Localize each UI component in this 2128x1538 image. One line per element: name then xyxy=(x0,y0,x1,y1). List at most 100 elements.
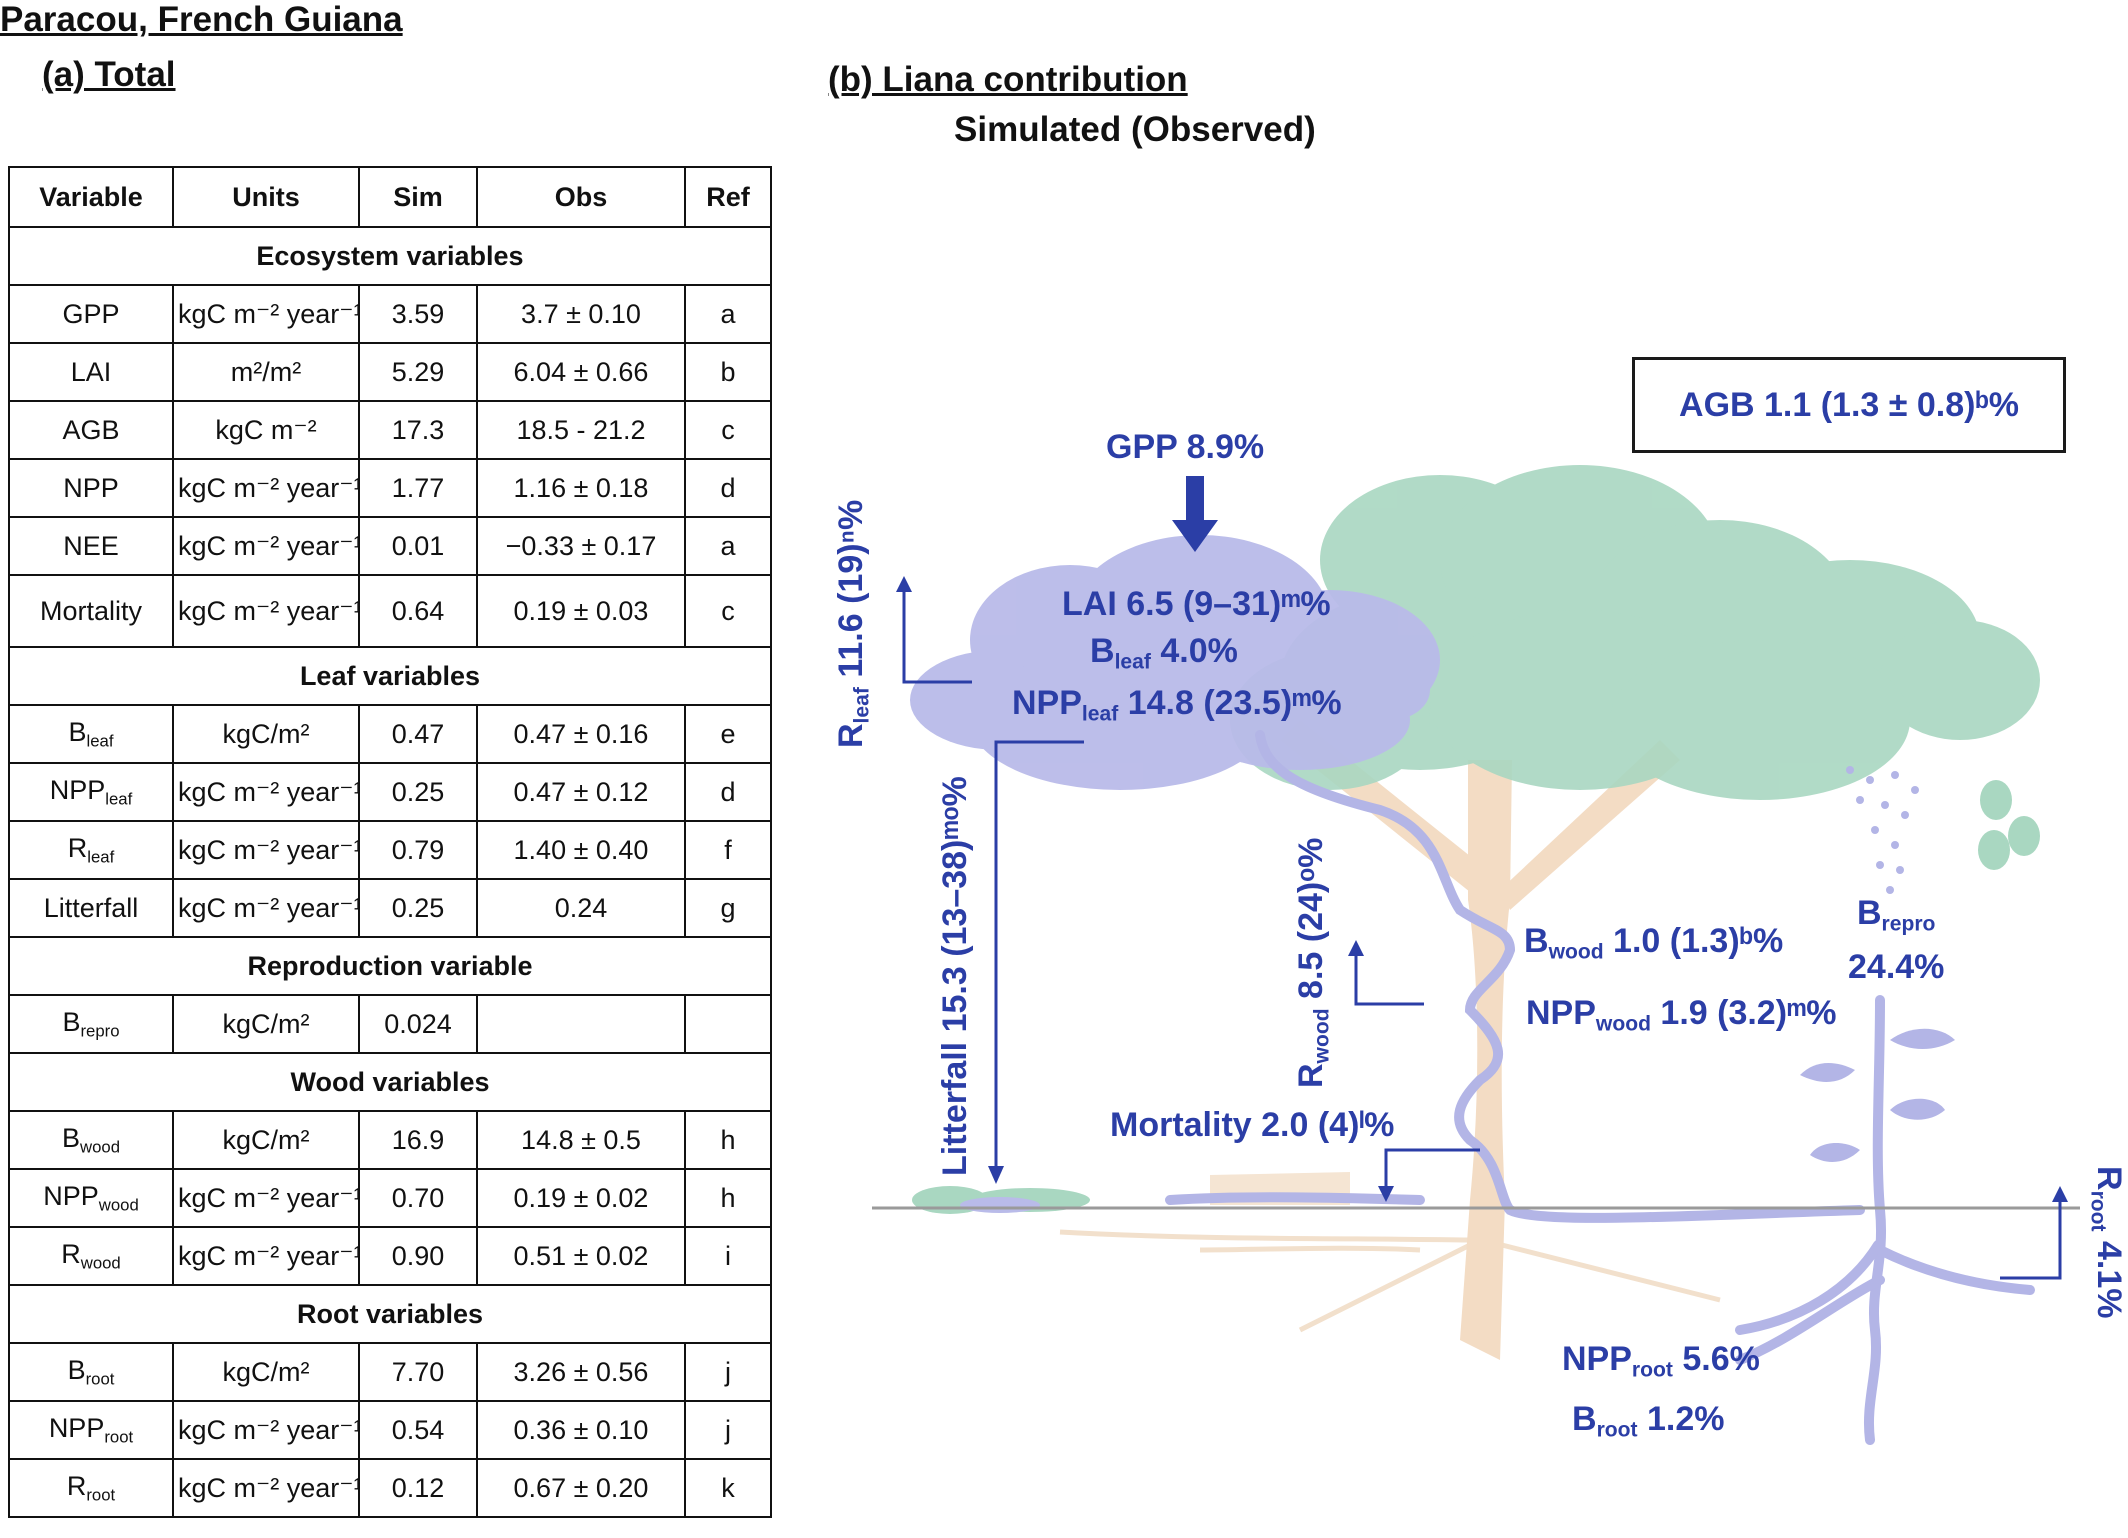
cell-sim: 0.90 xyxy=(358,1226,478,1286)
cell-variable: Rroot xyxy=(8,1458,174,1518)
cell-obs: 0.36 ± 0.10 xyxy=(476,1400,686,1460)
cell-sim: 16.9 xyxy=(358,1110,478,1170)
cell-sim: 0.024 xyxy=(358,994,478,1054)
cell-sim: 0.25 xyxy=(358,762,478,822)
cell-units: kgC/m² xyxy=(172,704,360,764)
cell-ref: e xyxy=(684,704,772,764)
cell-ref: c xyxy=(684,400,772,460)
cell-obs: 0.51 ± 0.02 xyxy=(476,1226,686,1286)
gpp-arrow-shaft xyxy=(1186,476,1204,524)
npp-wood-label: NPPwood 1.9 (3.2)ᵐ% xyxy=(1526,994,1837,1036)
tree-roots xyxy=(1059,1229,1721,1333)
b-repro-label: Brepro 24.4% xyxy=(1848,894,1945,986)
cell-ref: i xyxy=(684,1226,772,1286)
cell-ref xyxy=(684,994,772,1054)
cell-ref: j xyxy=(684,1400,772,1460)
cell-obs: 14.8 ± 0.5 xyxy=(476,1110,686,1170)
flux-arrows xyxy=(896,476,2068,1280)
ground-litter xyxy=(912,1186,1090,1214)
mortality-arrow-head xyxy=(1378,1186,1394,1202)
r-leaf-arrow-head xyxy=(896,576,912,592)
r-leaf-arrow-line xyxy=(902,588,972,684)
cell-variable: Mortality xyxy=(8,574,174,648)
litterfall-arrow-head xyxy=(988,1166,1004,1184)
cell-units: kgC m⁻² year⁻¹ xyxy=(172,574,360,648)
b-wood-label: Bwood 1.0 (1.3)ᵇ% xyxy=(1524,922,1784,964)
r-root-arrow-line xyxy=(2000,1200,2062,1280)
section-wood: Wood variables xyxy=(8,1052,772,1112)
r-wood-arrow-head xyxy=(1348,940,1364,956)
cell-variable: Bleaf xyxy=(8,704,174,764)
lai-label: LAI 6.5 (9–31)ᵐ% xyxy=(1062,585,1331,623)
cell-obs: 0.67 ± 0.20 xyxy=(476,1458,686,1518)
cell-units: kgC m⁻² year⁻¹ xyxy=(172,1400,360,1460)
green-fruit xyxy=(1978,780,2040,870)
site-title: Paracou, French Guiana xyxy=(0,0,403,39)
section-root: Root variables xyxy=(8,1284,772,1344)
mortality-arrow-line xyxy=(1384,1148,1480,1188)
liana-leaves xyxy=(1800,1028,1955,1162)
cell-ref: b xyxy=(684,342,772,402)
cell-variable: Rleaf xyxy=(8,820,174,880)
cell-ref: h xyxy=(684,1168,772,1228)
cell-units: kgC/m² xyxy=(172,1110,360,1170)
cell-ref: g xyxy=(684,878,772,938)
cell-ref: c xyxy=(684,574,772,648)
cell-obs: 0.24 xyxy=(476,878,686,938)
cell-sim: 0.12 xyxy=(358,1458,478,1518)
cell-units: kgC m⁻² year⁻¹ xyxy=(172,1458,360,1518)
cell-variable: Broot xyxy=(8,1342,174,1402)
cell-ref: j xyxy=(684,1342,772,1402)
cell-obs: −0.33 ± 0.17 xyxy=(476,516,686,576)
cell-ref: k xyxy=(684,1458,772,1518)
cell-sim: 7.70 xyxy=(358,1342,478,1402)
cell-obs: 0.47 ± 0.16 xyxy=(476,704,686,764)
cell-sim: 3.59 xyxy=(358,284,478,344)
cell-units: kgC m⁻² year⁻¹ xyxy=(172,820,360,880)
cell-ref: d xyxy=(684,762,772,822)
panel-b-title: (b) Liana contribution xyxy=(828,60,1188,99)
gpp-label: GPP 8.9% xyxy=(1106,428,1265,466)
cell-obs: 1.16 ± 0.18 xyxy=(476,458,686,518)
cell-units: kgC m⁻² year⁻¹ xyxy=(172,516,360,576)
header-variable: Variable xyxy=(8,166,174,228)
variables-table: Variable Units Sim Obs Ref Ecosystem var… xyxy=(8,166,772,1518)
cell-obs: 3.7 ± 0.10 xyxy=(476,284,686,344)
cell-obs: 0.47 ± 0.12 xyxy=(476,762,686,822)
header-units: Units xyxy=(172,166,360,228)
cell-units: kgC m⁻² xyxy=(172,400,360,460)
cell-ref: a xyxy=(684,284,772,344)
cell-variable: Litterfall xyxy=(8,878,174,938)
seed-dots xyxy=(1846,766,1919,894)
r-root-arrow-head xyxy=(2052,1186,2068,1202)
cell-variable: Bwood xyxy=(8,1110,174,1170)
b-root-label: Broot 1.2% xyxy=(1572,1400,1725,1442)
cell-variable: Rwood xyxy=(8,1226,174,1286)
npp-root-label: NPProot 5.6% xyxy=(1562,1340,1760,1382)
section-ecosystem: Ecosystem variables xyxy=(8,226,772,286)
cell-obs: 6.04 ± 0.66 xyxy=(476,342,686,402)
cell-sim: 0.25 xyxy=(358,878,478,938)
agb-box: AGB 1.1 (1.3 ± 0.8)ᵇ% xyxy=(1632,357,2066,453)
panel-a-title: (a) Total xyxy=(42,55,176,94)
cell-sim: 0.64 xyxy=(358,574,478,648)
tree-trunk xyxy=(1460,760,1512,1360)
cell-obs: 1.40 ± 0.40 xyxy=(476,820,686,880)
cell-units: kgC/m² xyxy=(172,1342,360,1402)
r-wood-arrow-line xyxy=(1354,952,1424,1006)
cell-obs: 18.5 - 21.2 xyxy=(476,400,686,460)
cell-obs: 0.19 ± 0.02 xyxy=(476,1168,686,1228)
cell-units: m²/m² xyxy=(172,342,360,402)
mortality-label: Mortality 2.0 (4)ˡ% xyxy=(1110,1106,1395,1144)
table-header-row: Variable Units Sim Obs Ref xyxy=(8,166,772,228)
